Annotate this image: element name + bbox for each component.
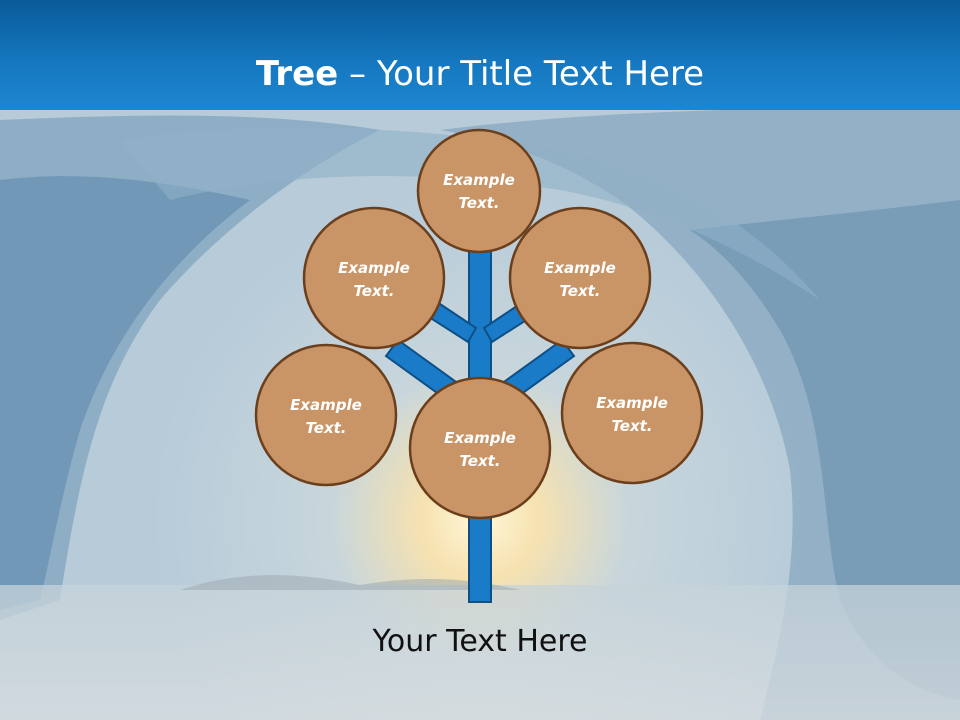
tree-node-lower-right[interactable]: Example Text.: [560, 341, 704, 485]
node-center-line1: Example: [444, 429, 516, 447]
node-upper-right-line2: Text.: [559, 282, 600, 300]
tree-node-upper-right[interactable]: Example Text.: [508, 206, 652, 350]
node-center-line2: Text.: [459, 452, 500, 470]
tree-node-top[interactable]: Example Text.: [416, 128, 542, 254]
node-lower-left-line2: Text.: [305, 419, 346, 437]
node-top-line2: Text.: [458, 194, 499, 212]
node-lower-right-line1: Example: [596, 394, 668, 412]
node-lower-left-line1: Example: [290, 396, 362, 414]
node-lower-right-line2: Text.: [611, 417, 652, 435]
node-top-line1: Example: [443, 171, 515, 189]
title-bold: Tree: [255, 54, 339, 94]
node-upper-left-line2: Text.: [353, 282, 394, 300]
tree-node-lower-left[interactable]: Example Text.: [254, 343, 398, 487]
node-upper-left-line1: Example: [338, 259, 410, 277]
tree-node-center[interactable]: Example Text.: [408, 376, 552, 520]
header-bar: [0, 0, 960, 110]
tree-node-upper-left[interactable]: Example Text.: [302, 206, 446, 350]
node-upper-right-line1: Example: [544, 259, 616, 277]
footer-text[interactable]: Your Text Here: [372, 624, 588, 659]
slide-title[interactable]: Tree – Your Title Text Here: [0, 52, 960, 96]
title-rest: – Your Title Text Here: [338, 54, 705, 94]
